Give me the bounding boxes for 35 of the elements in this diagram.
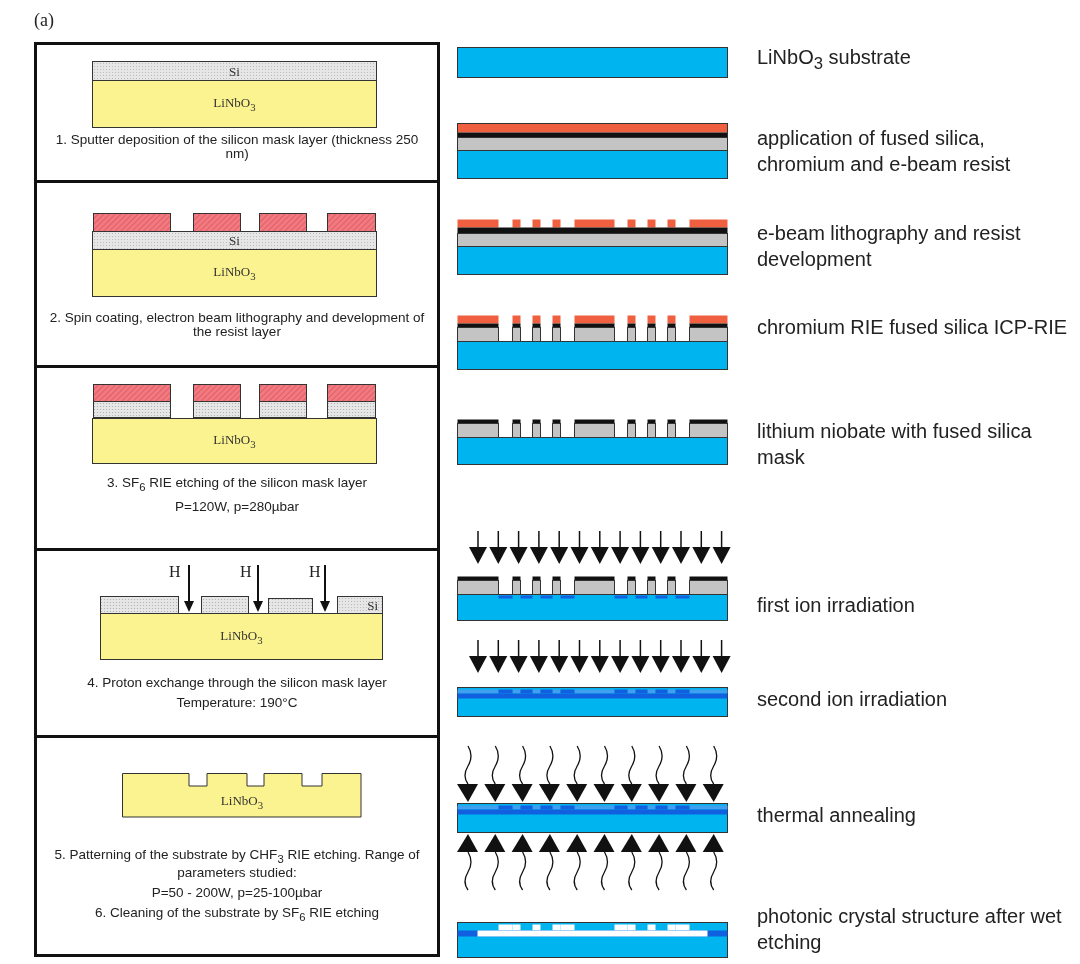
step-description: second ion irradiation <box>757 687 949 712</box>
step-description: e-beam lithography and resist development <box>757 221 1022 272</box>
element-label: H <box>169 563 181 581</box>
step-panel <box>34 735 440 957</box>
element-label: H <box>240 563 252 581</box>
layer-label: LiNbO$_{3}$ <box>220 792 264 811</box>
step-caption: 1. Sputter deposition of the silicon mask layer (thickness 250 nm) <box>54 133 420 162</box>
step-caption: 2. Spin coating, electron beam lithography and development of the resist layer <box>48 311 426 340</box>
step-caption: 4. Proton exchange through the silicon mask layer <box>87 676 387 691</box>
step-description: first ion irradiation <box>757 593 916 618</box>
panel-letter: (a) <box>34 10 54 31</box>
step-panel <box>34 42 440 183</box>
substrate-layer: LiNbO$_{3}$ <box>92 249 377 297</box>
substrate-layer: LiNbO$_{3}$ <box>92 418 377 464</box>
step-caption: 3. SF$_{6}$ RIE etching of the silicon mask layer <box>107 476 367 494</box>
step-caption: P=50 - 200W, p=25-100µbar <box>151 885 323 900</box>
step-panel <box>34 365 440 551</box>
step-description: thermal annealing <box>757 803 917 828</box>
step-caption: P=120W, p=280µbar <box>174 499 300 514</box>
step-caption: Temperature: 190°C <box>176 696 298 711</box>
step-panel <box>34 180 440 368</box>
substrate-layer <box>122 773 362 818</box>
step-description: lithium niobate with fused silica mask <box>757 419 1033 470</box>
step-panel <box>34 548 440 738</box>
element-label: H <box>309 563 321 581</box>
step-description: LiNbO$_{3}$ substrate <box>757 45 912 75</box>
step-description: chromium RIE fused silica ICP-RIE <box>757 315 1069 340</box>
silicon-layer: Si <box>92 61 377 81</box>
step-description: photonic crystal structure after wet etching <box>757 904 1063 955</box>
step-description: application of fused silica, chromium and e-beam resist <box>757 126 1012 177</box>
silicon-layer: Si <box>337 596 383 614</box>
step-caption: 6. Cleaning of the substrate by SF$_{6}$ RIE etching <box>95 905 379 924</box>
step-caption: 5. Patterning of the substrate by CHF$_{3}$ RIE etching. Range of parameters studied: <box>53 848 421 880</box>
substrate-layer: LiNbO$_{3}$ <box>92 80 377 128</box>
substrate-layer: LiNbO$_{3}$ <box>100 613 383 660</box>
